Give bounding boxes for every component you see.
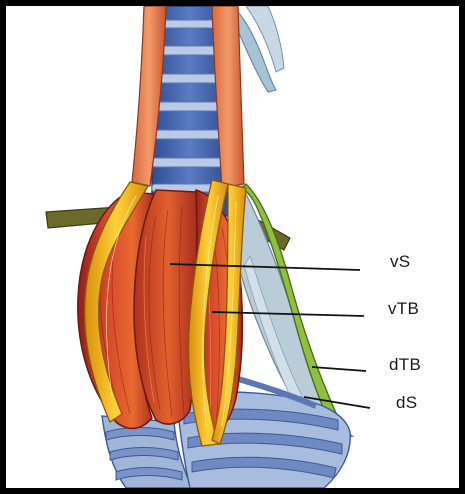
syrinx-illustration bbox=[6, 6, 459, 488]
leader-line-dTB bbox=[312, 367, 366, 371]
label-dS: dS bbox=[396, 393, 417, 413]
label-vS: vS bbox=[390, 252, 410, 272]
illustration-panel: vS vTB dTB dS bbox=[6, 6, 459, 488]
label-vTB: vTB bbox=[388, 299, 419, 319]
label-dTB: dTB bbox=[389, 355, 421, 375]
